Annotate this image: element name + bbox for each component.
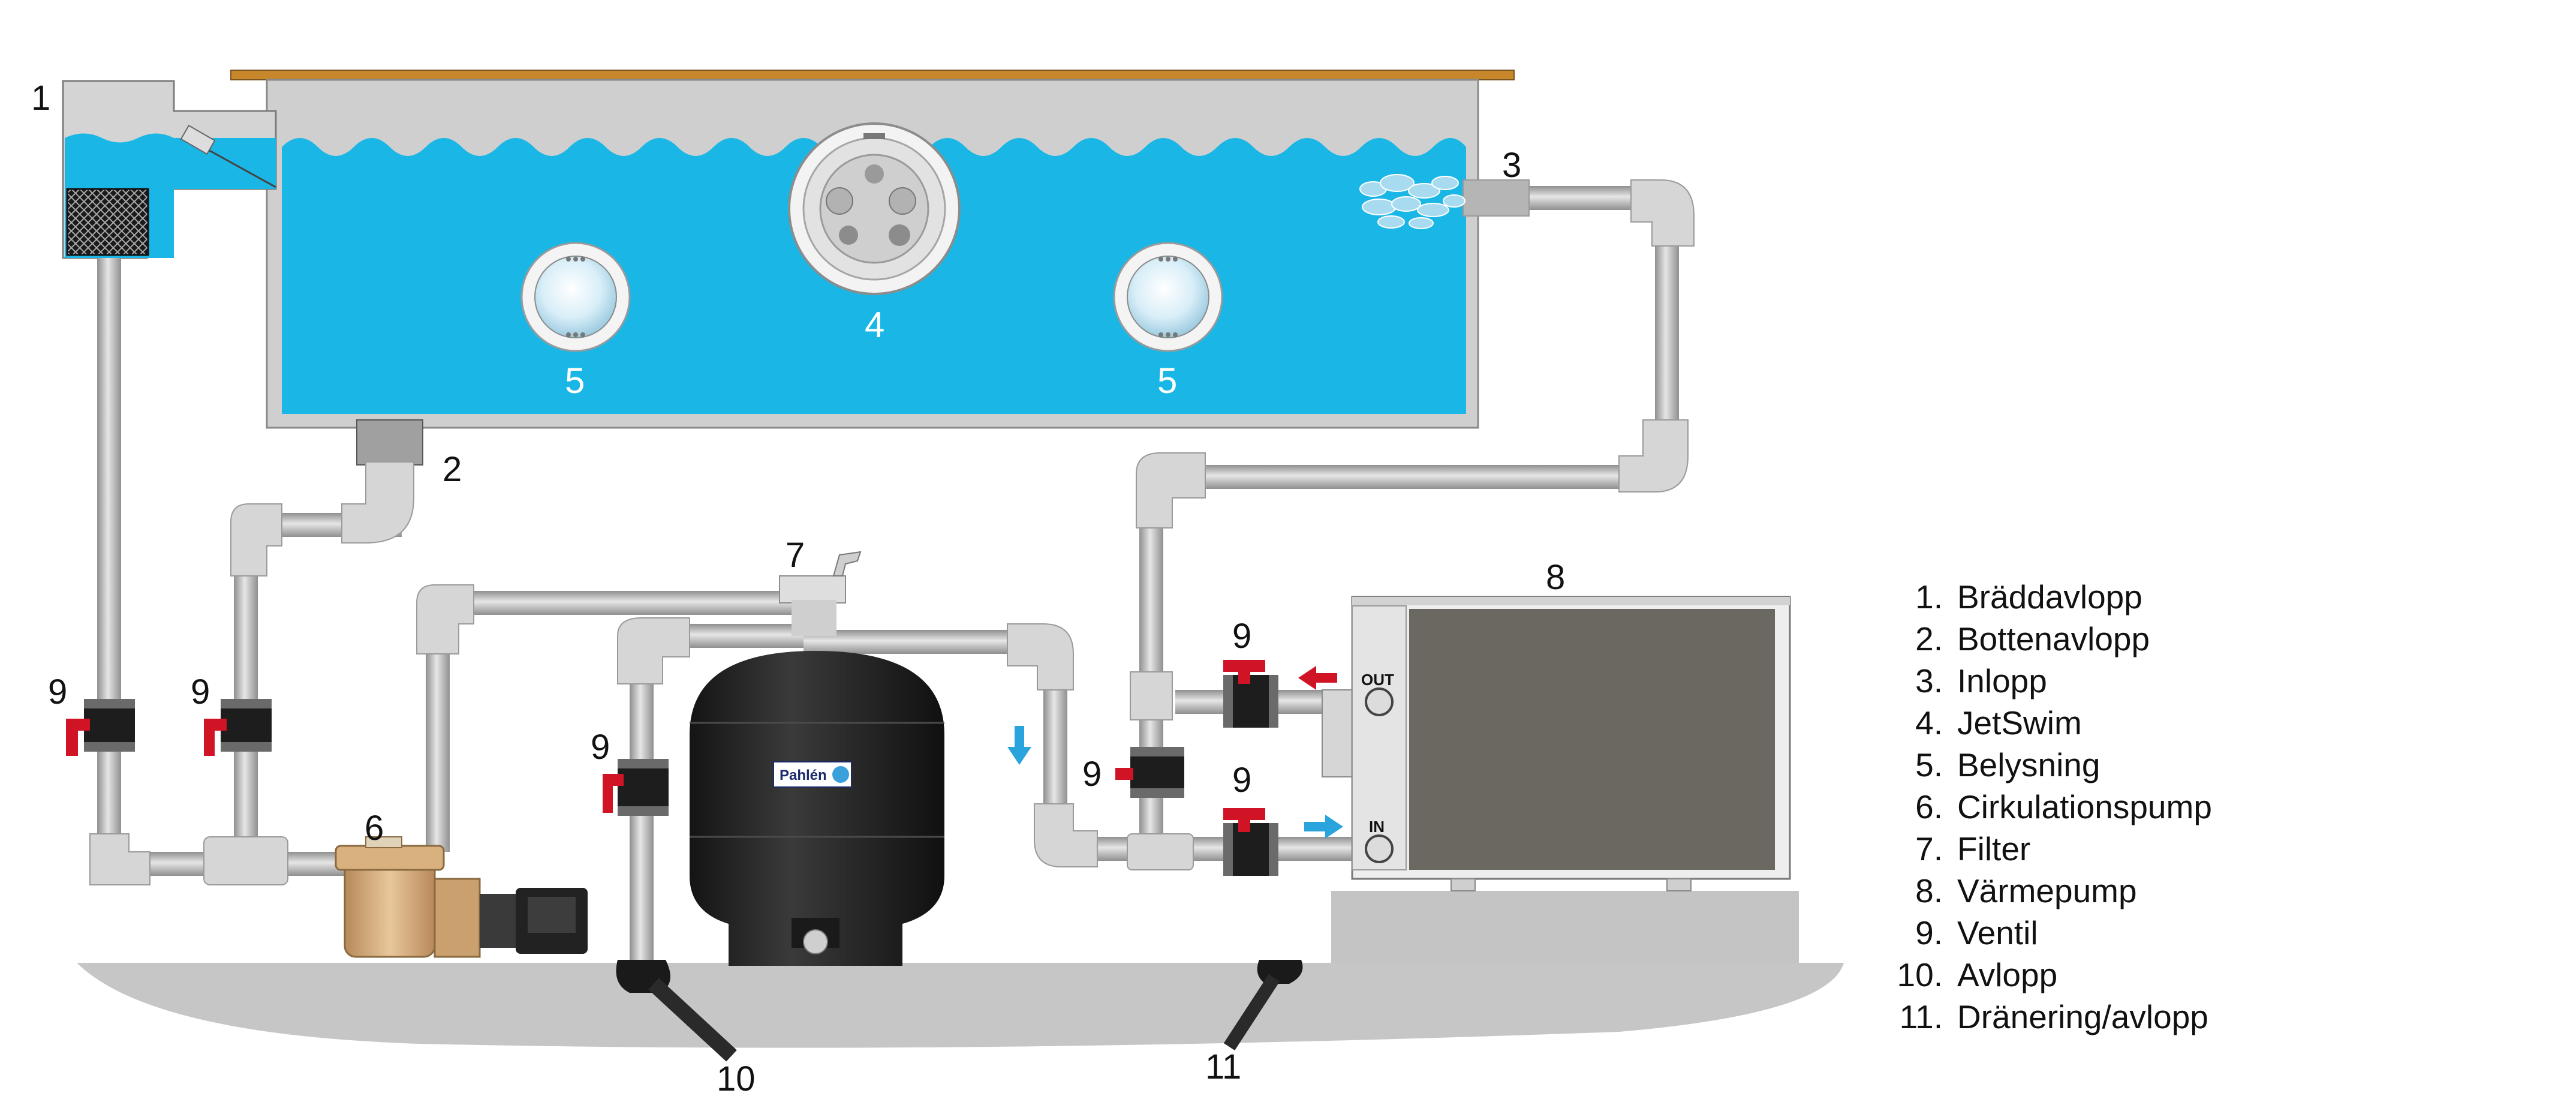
label-light-right: 5: [1157, 361, 1177, 401]
pipe-fittings: [89, 179, 1695, 885]
legend-item: 10. Avlopp: [1877, 954, 2212, 996]
legend-item: 7. Filter: [1877, 828, 2212, 870]
inlet-bubbles: [1359, 174, 1465, 229]
skimmer-basket: [66, 188, 149, 256]
bottom-drain: [356, 419, 423, 466]
legend-text: Belysning: [1957, 746, 2100, 783]
label-jetswim: 4: [865, 305, 884, 345]
drain-pipes: [616, 960, 1303, 1062]
valve-filter-drain: [603, 759, 669, 816]
pool-light-left: [520, 242, 631, 352]
legend-number: 7.: [1915, 830, 1943, 867]
legend-item: 11. Dränering/avlopp: [1877, 996, 2212, 1038]
label-valve-middle: 9: [191, 672, 210, 711]
valve-bypass: [1115, 747, 1184, 798]
label-inlet: 3: [1502, 146, 1521, 185]
label-heat-pump: 8: [1546, 558, 1565, 597]
legend-item: 8. Värmepump: [1877, 870, 2212, 912]
heat-pump-plinth: [1331, 891, 1799, 963]
legend-text: Dränering/avlopp: [1957, 998, 2208, 1035]
legend-item: 5. Belysning: [1877, 744, 2212, 786]
legend-text: Filter: [1957, 830, 2031, 867]
valve-left: [66, 699, 135, 756]
label-bottom-drain: 2: [443, 450, 462, 489]
legend-item: 1. Bräddavlopp: [1877, 576, 2212, 618]
circulation-pump: [335, 836, 588, 958]
label-drain-11: 11: [1205, 1047, 1241, 1086]
legend-number: 5.: [1915, 746, 1943, 783]
valve-heat-pump-in: [1223, 808, 1278, 876]
label-pump: 6: [365, 809, 384, 848]
heat-pump: OUT IN: [1322, 596, 1791, 891]
valve-heat-pump-out: [1223, 660, 1278, 728]
label-valve-filter-drain: 9: [591, 728, 610, 767]
pool-light-right: [1113, 242, 1223, 352]
legend-text: Inlopp: [1957, 662, 2047, 699]
label-skimmer: 1: [31, 79, 50, 118]
flow-in-arrow: [1304, 815, 1343, 839]
legend-number: 1.: [1915, 578, 1943, 615]
jetswim-unit: [788, 122, 961, 295]
legend-number: 3.: [1915, 662, 1943, 699]
label-filter: 7: [786, 536, 805, 575]
legend-item: 2. Bottenavlopp: [1877, 618, 2212, 660]
legend-text: Bottenavlopp: [1957, 620, 2150, 657]
legend-number: 9.: [1915, 914, 1943, 951]
legend-item: 4. JetSwim: [1877, 702, 2212, 744]
filter-brand-label: Pahlén: [780, 767, 827, 783]
label-valve-bypass: 9: [1082, 755, 1102, 794]
legend-text: Cirkulationspump: [1957, 788, 2212, 825]
legend-number: 6.: [1915, 788, 1943, 825]
label-valve-heat-pump-out: 9: [1232, 617, 1251, 656]
heat-pump-in-label: IN: [1369, 818, 1385, 836]
legend-number: 10.: [1897, 956, 1943, 993]
label-light-left: 5: [565, 361, 585, 401]
pool-deck: [230, 70, 1515, 80]
legend-item: 9. Ventil: [1877, 912, 2212, 954]
ground: [77, 963, 1844, 1048]
legend-item: 6. Cirkulationspump: [1877, 786, 2212, 828]
flow-down-arrow: [1007, 726, 1031, 765]
flow-out-arrow: [1298, 666, 1337, 690]
legend-number: 2.: [1915, 620, 1943, 657]
legend-list: 1. Bräddavlopp 2. Bottenavlopp 3. Inlopp 4.…: [1877, 576, 2212, 1038]
label-drain-10: 10: [717, 1059, 756, 1098]
legend-text: Avlopp: [1957, 956, 2058, 993]
label-valve-left: 9: [48, 672, 67, 711]
heat-pump-out-label: OUT: [1361, 671, 1394, 689]
label-valve-heat-pump-in: 9: [1232, 761, 1251, 800]
valve-middle: [204, 699, 272, 756]
legend-text: Bräddavlopp: [1957, 578, 2142, 615]
sand-filter: Pahlén: [690, 551, 944, 966]
legend-text: JetSwim: [1957, 704, 2082, 741]
legend-number: 8.: [1915, 872, 1943, 909]
legend-number: 4.: [1915, 704, 1943, 741]
skimmer: [62, 80, 277, 259]
legend-item: 3. Inlopp: [1877, 660, 2212, 702]
legend-number: 11.: [1899, 998, 1943, 1035]
legend-text: Värmepump: [1957, 872, 2137, 909]
legend-text: Ventil: [1957, 914, 2038, 951]
